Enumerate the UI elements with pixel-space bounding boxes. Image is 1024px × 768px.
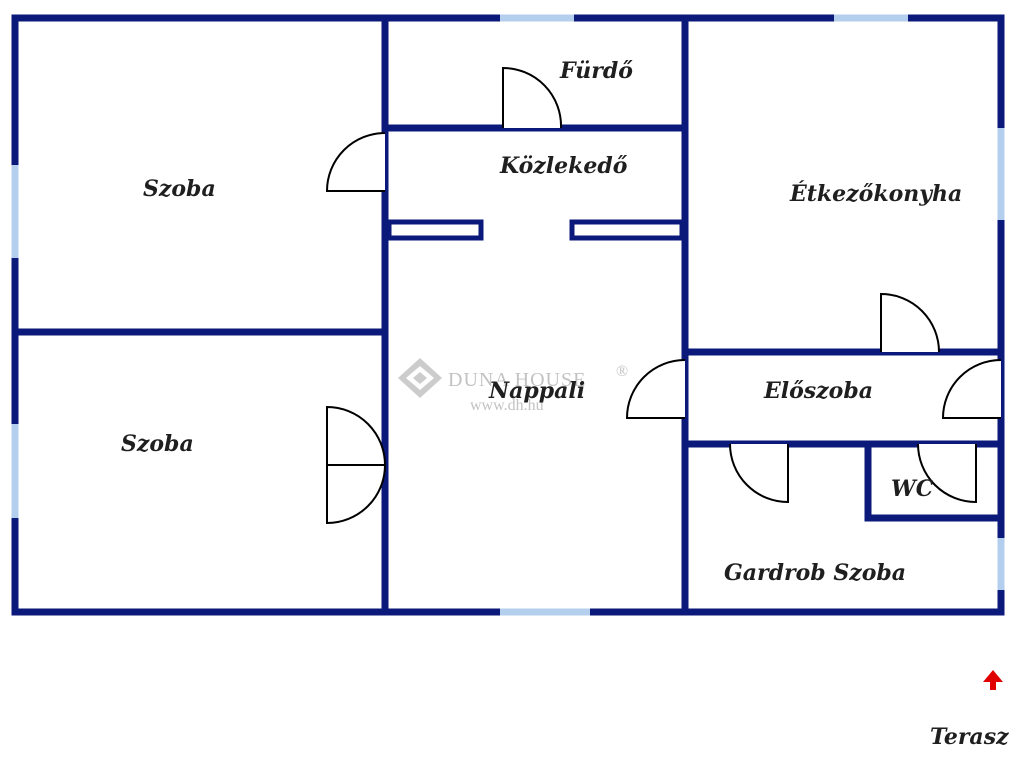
windows [11, 14, 1005, 616]
door-szoba-lower-a [326, 405, 387, 466]
terrace-indicator: Terasz [930, 670, 1009, 750]
room-labels: Szoba Szoba Fürdő Közlekedő Étkezőkonyha… [121, 58, 962, 586]
door-nappali [625, 359, 686, 419]
door-wc [917, 443, 977, 504]
diamond-logo-icon [398, 358, 442, 398]
door-szoba-upper [325, 132, 386, 192]
arrow-up-icon [983, 670, 1003, 690]
room-label-gardrob: Gardrob Szoba [724, 560, 906, 586]
corridor-stub-right [569, 219, 685, 241]
door-kitchen [880, 292, 940, 353]
watermark-brand: DUNA HOUSE [448, 369, 586, 391]
door-gardrob [729, 443, 789, 504]
watermark-registered: ® [616, 363, 628, 380]
terrace-label: Terasz [930, 724, 1009, 750]
door-entrance [941, 359, 1002, 419]
room-label-kozlekedo: Közlekedő [499, 153, 628, 179]
door-furdo [502, 66, 563, 129]
watermark-url: www.dh.hu [470, 397, 544, 414]
doors [325, 66, 1002, 525]
corridor-stub-left [386, 219, 484, 241]
room-label-szoba-upper: Szoba [143, 176, 216, 202]
door-szoba-lower-b [326, 464, 387, 525]
watermark: DUNA HOUSE ® www.dh.hu [398, 358, 628, 414]
room-label-szoba-lower: Szoba [121, 431, 194, 457]
room-label-furdo: Fürdő [559, 58, 633, 84]
room-label-etkezokonyha: Étkezőkonyha [789, 180, 962, 207]
room-label-nappali: Nappali [488, 378, 585, 404]
room-label-eloszoba: Előszoba [763, 378, 873, 404]
room-label-wc: WC [891, 476, 934, 502]
